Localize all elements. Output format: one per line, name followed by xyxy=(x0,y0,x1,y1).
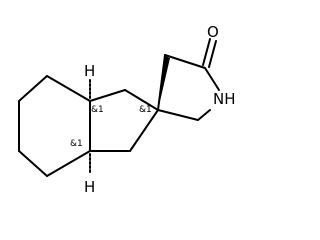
pyrrolidinone-ring xyxy=(157,54,220,121)
carbonyl-double-bond xyxy=(202,38,217,68)
bond xyxy=(46,150,91,177)
bond xyxy=(208,40,217,68)
oxygen-atom-label: O xyxy=(207,23,219,41)
nitrogen-atom-label: NH xyxy=(213,90,236,108)
chemical-structure: O NH H H &1 &1 &1 xyxy=(18,23,236,196)
stereo-label-fusion-bottom: &1 xyxy=(70,139,83,149)
cyclopentane-ring xyxy=(89,89,159,152)
cyclohexane-ring xyxy=(18,75,91,177)
bond xyxy=(46,75,91,102)
bond xyxy=(89,89,126,102)
bond xyxy=(129,109,159,152)
bond xyxy=(204,67,220,91)
bond xyxy=(124,89,159,111)
bond xyxy=(202,38,211,66)
bond xyxy=(157,109,199,121)
bond xyxy=(18,75,48,102)
bond xyxy=(157,54,166,111)
stereo-label-fusion-top: &1 xyxy=(91,105,104,115)
bond xyxy=(18,150,48,177)
bond xyxy=(164,54,206,69)
hydrogen-top-label: H xyxy=(84,62,95,80)
bond xyxy=(197,109,211,121)
stereo-label-spiro: &1 xyxy=(139,105,152,115)
hydrogen-bottom-label: H xyxy=(84,178,95,196)
wedge-bond xyxy=(158,56,170,110)
